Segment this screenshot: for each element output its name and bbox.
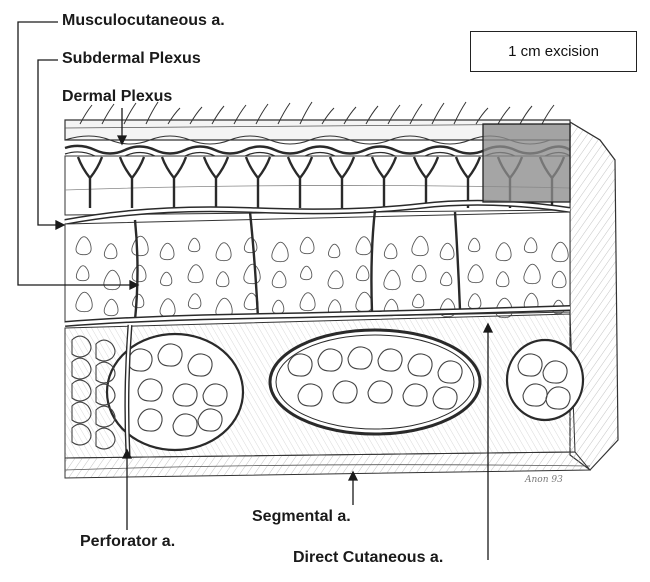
excision-label: 1 cm excision <box>508 43 599 60</box>
excision-region <box>483 124 570 202</box>
label-subdermal-plexus: Subdermal Plexus <box>62 50 201 68</box>
label-direct-cutaneous: Direct Cutaneous a. <box>293 549 443 567</box>
label-dermal-plexus: Dermal Plexus <box>62 88 172 106</box>
label-perforator: Perforator a. <box>80 533 175 551</box>
side-face <box>570 122 618 470</box>
excision-callout: 1 cm excision <box>470 31 637 72</box>
artist-signature: Anon 93 <box>525 475 563 485</box>
subcutaneous-fat <box>65 210 570 322</box>
muscle-layer <box>65 314 583 458</box>
label-segmental: Segmental a. <box>252 508 351 526</box>
label-musculocutaneous: Musculocutaneous a. <box>62 12 225 30</box>
